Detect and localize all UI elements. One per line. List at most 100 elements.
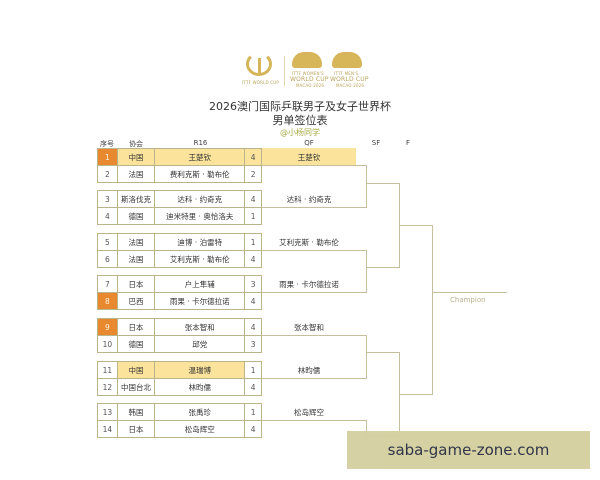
match-score: 4: [250, 424, 256, 434]
match-score: 4: [250, 322, 256, 332]
seed-number: 2: [98, 166, 118, 182]
association: 中国: [117, 149, 156, 165]
draw-row: 11 中国 温瑞博 1: [97, 361, 262, 379]
player-name: 温瑞博: [155, 362, 246, 378]
association: 巴西: [118, 293, 156, 309]
player-name: 达科 · 约奇克: [155, 191, 246, 207]
header-assoc: 协会: [129, 140, 143, 148]
association: 德国: [118, 208, 156, 224]
seed-number: 4: [98, 208, 118, 224]
seed-number: 1: [98, 149, 118, 165]
match-score: 1: [250, 211, 256, 221]
trophy-icon: [292, 52, 322, 68]
match-score: 1: [250, 237, 256, 247]
seed-number: 13: [98, 404, 118, 420]
draw-row: 6 法国 艾利克斯 · 勒布伦 4: [97, 250, 262, 268]
match-score: 4: [250, 254, 256, 264]
association: 中国: [117, 362, 156, 378]
player-name: 林昀儒: [155, 379, 246, 395]
draw-row: 8 巴西 雨果 · 卡尔德拉诺 4: [97, 292, 262, 310]
header-r16: R16: [193, 139, 208, 147]
player-name: 张本智和: [155, 319, 246, 335]
logo-caption: ITTF WORLD CUP: [242, 80, 279, 85]
match-score: 4: [250, 382, 256, 392]
association: 斯洛伐克: [118, 191, 156, 207]
header-f: F: [405, 139, 411, 147]
logo-arc-icon: [246, 52, 272, 76]
association: 法国: [118, 234, 156, 250]
player-name: 迪博 · 泊雷特: [155, 234, 246, 250]
seed-number: 3: [98, 191, 118, 207]
draw-row: 2 法国 费利克斯 · 勒布伦 2: [97, 165, 262, 183]
seed-number: 12: [98, 379, 118, 395]
player-name: 户上隼辅: [155, 276, 246, 292]
qf-winner: 松岛辉空: [294, 407, 324, 417]
match-score: 1: [250, 365, 256, 375]
champion-label: Champion: [450, 296, 486, 304]
seed-number: 8: [98, 293, 118, 309]
page-subtitle: 男单签位表: [272, 114, 328, 127]
player-name: 雨果 · 卡尔德拉诺: [155, 293, 246, 309]
player-name: 王楚钦: [155, 149, 246, 165]
player-name: 费利克斯 · 勒布伦: [155, 166, 246, 182]
draw-row: 14 日本 松岛辉空 4: [97, 420, 262, 438]
trophy-icon: [332, 52, 362, 68]
header-sf: SF: [371, 139, 381, 147]
qf-winner: 雨果 · 卡尔德拉诺: [279, 279, 339, 289]
logo-caption: ITTF MEN'S: [334, 71, 359, 76]
draw-row: 12 中国台北 林昀儒 4: [97, 378, 262, 396]
match-score: 4: [250, 194, 256, 204]
seed-number: 10: [98, 336, 118, 352]
seed-number: 11: [98, 362, 118, 378]
watermark-banner: saba-game-zone.com: [347, 431, 590, 469]
logo-caption: WORLD CUP: [290, 76, 329, 83]
match-score: 2: [250, 169, 256, 179]
draw-row: 5 法国 迪博 · 泊雷特 1: [97, 233, 262, 251]
qf-winner: 王楚钦: [262, 148, 356, 166]
match-score: 1: [250, 407, 256, 417]
seed-number: 7: [98, 276, 118, 292]
association: 中国台北: [118, 379, 156, 395]
association: 日本: [118, 319, 156, 335]
header-qf: QF: [304, 139, 314, 147]
match-score: 3: [250, 279, 256, 289]
association: 法国: [118, 251, 156, 267]
logo-caption: ITTF WOMEN'S: [292, 71, 324, 76]
player-name: 松岛辉空: [155, 421, 246, 437]
seed-number: 5: [98, 234, 118, 250]
logo-caption: MACAO 2026: [336, 83, 365, 88]
association: 法国: [118, 166, 156, 182]
draw-row: 4 德国 迪米特里 · 奥恰洛夫 1: [97, 207, 262, 225]
player-name: 艾利克斯 · 勒布伦: [155, 251, 246, 267]
page-title: 2026澳门国际乒联男子及女子世界杯: [209, 100, 391, 113]
player-name: 邱党: [155, 336, 246, 352]
association: 德国: [118, 336, 156, 352]
header-seed: 序号: [100, 140, 114, 148]
logo-caption: WORLD CUP: [330, 76, 369, 83]
qf-winner: 达科 · 约奇克: [286, 194, 332, 204]
match-score: 3: [250, 339, 256, 349]
logo-divider: [284, 56, 285, 86]
qf-winner: 林昀儒: [297, 365, 321, 375]
logo-caption: MACAO 2026: [296, 83, 325, 88]
match-score: 4: [250, 296, 256, 306]
logo-stem-icon: [258, 58, 261, 74]
association: 日本: [118, 421, 156, 437]
draw-row: 3 斯洛伐克 达科 · 约奇克 4: [97, 190, 262, 208]
draw-row: 10 德国 邱党 3: [97, 335, 262, 353]
qf-winner: 张本智和: [294, 322, 324, 332]
seed-number: 14: [98, 421, 118, 437]
seed-number: 6: [98, 251, 118, 267]
draw-row: 1 中国 王楚钦 4: [97, 148, 262, 166]
player-name: 张禹珍: [155, 404, 246, 420]
credit-label: @小杨同学: [280, 128, 320, 137]
association: 韩国: [118, 404, 156, 420]
player-name: 迪米特里 · 奥恰洛夫: [155, 208, 246, 224]
match-score: 4: [245, 149, 261, 165]
qf-winner: 艾利克斯 · 勒布伦: [279, 237, 339, 247]
seed-number: 9: [98, 319, 118, 335]
draw-row: 13 韩国 张禹珍 1: [97, 403, 262, 421]
association: 日本: [118, 276, 156, 292]
draw-row: 7 日本 户上隼辅 3: [97, 275, 262, 293]
event-logos: ITTF WORLD CUP ITTF WOMEN'S WORLD CUP MA…: [240, 50, 370, 92]
